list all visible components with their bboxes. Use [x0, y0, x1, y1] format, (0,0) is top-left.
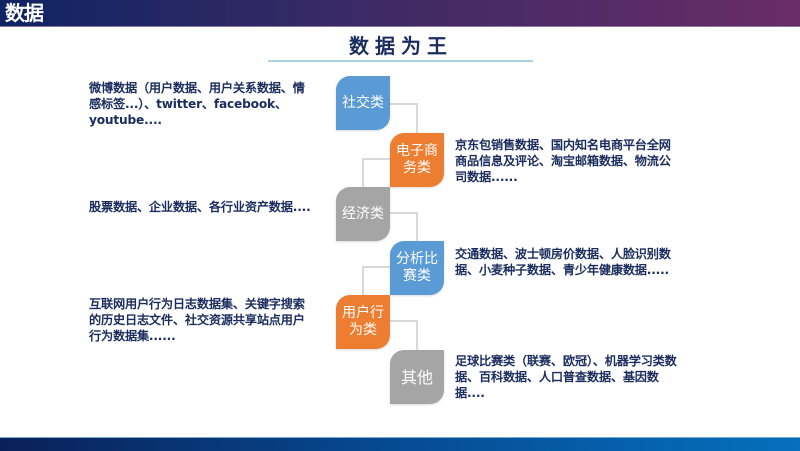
category-node-social: 社交类 [336, 76, 390, 130]
description-competition: 交通数据、波士顿房价数据、人脸识别数据、小麦种子数据、青少年健康数据..... [455, 247, 671, 277]
connector [390, 103, 418, 105]
description-user-behavior: 互联网用户行为日志数据集、关键字搜索的历史日志文件、社交资源共享站点用户行为数据… [89, 297, 305, 343]
footer-bar [0, 437, 800, 451]
category-label: 用户行为类 [342, 305, 384, 338]
category-label: 电子商务类 [396, 143, 438, 176]
category-label: 其他 [400, 367, 433, 387]
header-title: 数据 [5, 1, 44, 25]
category-node-competition: 分析比赛类 [390, 241, 444, 295]
page-title: 数据为王 [349, 34, 453, 58]
connector [362, 266, 392, 268]
description-economy: 股票数据、企业数据、各行业资产数据.... [89, 200, 311, 214]
connector [362, 266, 364, 298]
category-label: 分析比赛类 [396, 251, 438, 284]
connector [362, 158, 392, 160]
category-label: 社交类 [342, 94, 384, 111]
description-other: 足球比赛类（联赛、欧冠）、机器学习类数据、百科数据、人口普查数据、基因数据...… [455, 354, 677, 400]
connector [416, 320, 418, 352]
header-bar: 数据 [0, 0, 800, 27]
category-node-economy: 经济类 [336, 187, 390, 241]
connector [362, 158, 364, 190]
category-node-ecommerce: 电子商务类 [390, 133, 444, 187]
category-node-user-behavior: 用户行为类 [336, 295, 390, 349]
category-node-other: 其他 [390, 350, 444, 404]
connector [390, 212, 418, 214]
connector [416, 103, 418, 135]
connector [390, 320, 418, 322]
title-underline [268, 60, 533, 62]
category-label: 经济类 [342, 205, 384, 222]
description-ecommerce: 京东包销售数据、国内知名电商平台全网商品信息及评论、淘宝邮箱数据、物流公司数据.… [455, 138, 671, 184]
connector [416, 212, 418, 244]
description-social: 微博数据（用户数据、用户关系数据、情感标签...）、twitter、facebo… [89, 81, 305, 127]
